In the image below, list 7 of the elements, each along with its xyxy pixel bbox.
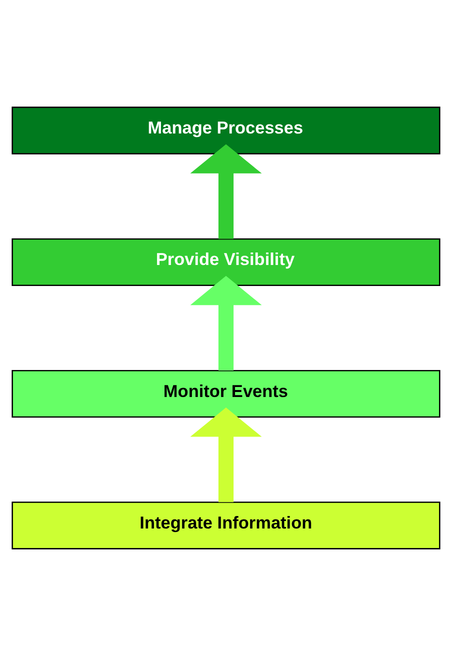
arrow (190, 407, 262, 502)
node-box: Manage Processes (12, 106, 440, 154)
arrow (190, 144, 262, 238)
node-box: Provide Visibility (12, 238, 440, 286)
node-box: Monitor Events (12, 369, 440, 418)
arrow (190, 275, 262, 370)
node-box: Integrate Information (12, 501, 440, 549)
